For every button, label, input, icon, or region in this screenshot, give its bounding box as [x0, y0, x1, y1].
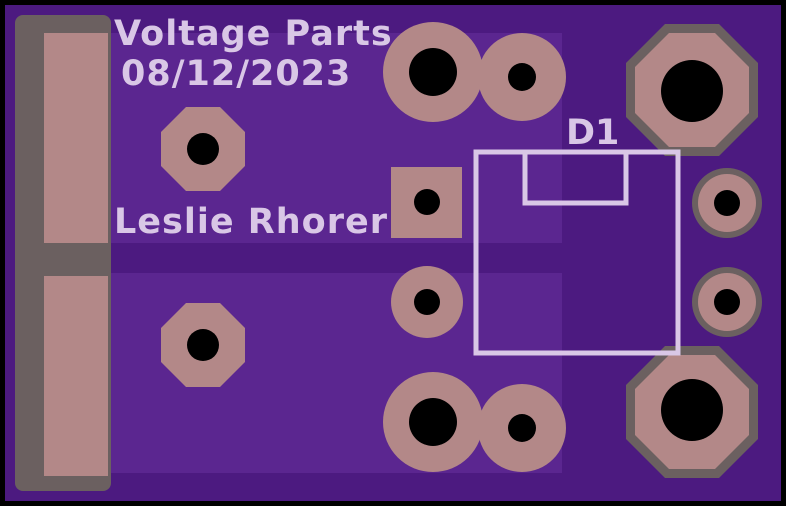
pad-diode-round: [391, 266, 463, 338]
edge-contact-lower: [44, 276, 108, 476]
pad-top-large: [383, 22, 483, 122]
pad-left-upper: [161, 107, 245, 191]
pad-bottom-small: [478, 384, 566, 472]
pad-diode-square: [391, 167, 462, 238]
silk-d1-label: D1: [566, 113, 619, 153]
pad-right-upper: [692, 168, 762, 238]
pad-bottom-large: [383, 372, 483, 472]
edge-contact-upper: [44, 33, 108, 243]
pad-mount-bottom: [626, 346, 758, 478]
silk-d1-cathode-mark: [522, 154, 629, 206]
silk-d1-outline: [473, 149, 681, 356]
pad-mount-top: [626, 24, 758, 156]
pad-left-lower: [161, 303, 245, 387]
pad-top-small: [478, 33, 566, 121]
silk-title-line2: 08/12/2023: [121, 54, 351, 94]
silk-title-line1: Voltage Parts: [114, 14, 393, 54]
pad-right-lower: [692, 267, 762, 337]
silk-author: Leslie Rhorer: [114, 202, 388, 242]
